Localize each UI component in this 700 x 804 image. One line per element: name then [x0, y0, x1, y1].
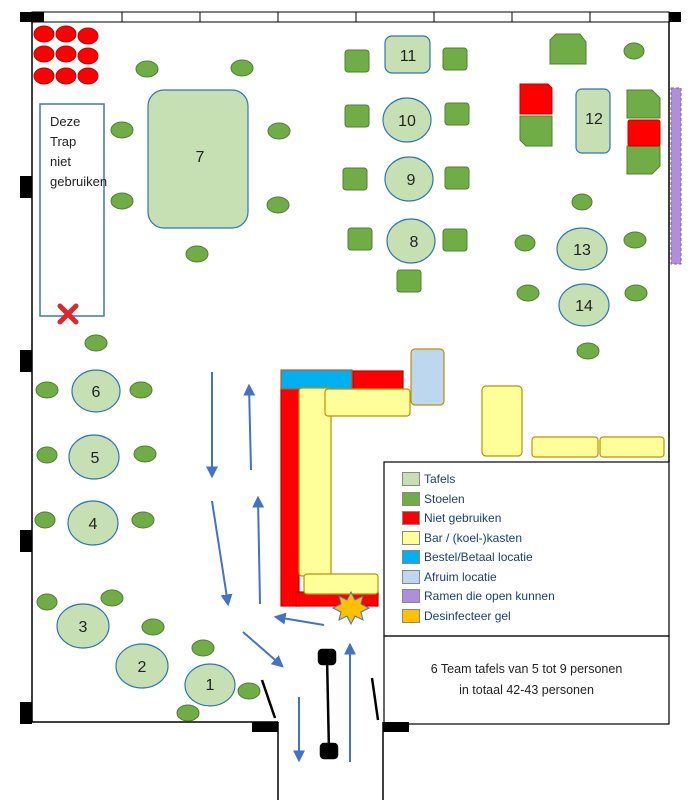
table-label-9: 9 — [407, 172, 416, 189]
unused-counter-top — [352, 370, 404, 390]
table-label-6: 6 — [92, 384, 101, 401]
unused-bar-side — [280, 387, 300, 607]
table-label-14: 14 — [575, 298, 593, 315]
legend-label: Stoelen — [424, 491, 465, 506]
clear-location — [410, 348, 445, 406]
legend-item-order-pay: Bestel/Betaal locatie — [402, 548, 533, 565]
legend-item-clear: Afruim locatie — [402, 568, 497, 585]
table-1 — [184, 663, 236, 707]
table-label-11: 11 — [400, 48, 417, 65]
fridge-2 — [531, 436, 599, 458]
table-8 — [386, 218, 436, 264]
stairs-label: Deze Trap niet gebruiken — [50, 114, 108, 189]
table-label-2: 2 — [138, 659, 147, 676]
table-label-8: 8 — [410, 234, 419, 251]
pillars — [20, 12, 681, 732]
legend-swatch — [402, 588, 420, 603]
stairs — [39, 103, 105, 317]
table-13 — [556, 227, 608, 271]
legend-label: Tafels — [424, 471, 456, 486]
table-2 — [115, 643, 169, 689]
bar-counter-top — [324, 388, 411, 417]
fridge-1 — [481, 385, 523, 457]
legend-item-windows: Ramen die open kunnen — [402, 587, 555, 604]
legend-item-chairs: Stoelen — [402, 490, 465, 507]
table-label-4: 4 — [89, 516, 98, 533]
table-label-13: 13 — [573, 242, 591, 259]
square-chairs — [342, 33, 661, 293]
table-10 — [382, 97, 432, 143]
note-line-2: in totaal 42-43 personen — [459, 683, 594, 697]
table-label-1: 1 — [206, 677, 215, 694]
table-label-7: 7 — [196, 149, 205, 166]
legend-item-bar: Bar / (koel-)kasten — [402, 529, 522, 546]
cross-icon — [57, 303, 79, 325]
table-3 — [56, 603, 110, 649]
legend-swatch — [402, 491, 420, 506]
legend-swatch — [402, 549, 420, 564]
table-label-10: 10 — [398, 113, 416, 130]
table-label-3: 3 — [79, 619, 88, 636]
table-12 — [575, 88, 611, 154]
legend-item-tables: Tafels — [402, 470, 455, 487]
walking-route-arrows — [206, 372, 356, 763]
legend-label: Bar / (koel-)kasten — [424, 530, 523, 545]
legend-label: Afruim locatie — [424, 569, 497, 584]
table-4 — [67, 500, 119, 546]
table-label-5: 5 — [91, 450, 100, 467]
legend-label: Desinfecteer gel — [424, 608, 511, 623]
legend-swatch — [402, 608, 420, 623]
table-11 — [384, 35, 431, 74]
note-box — [383, 635, 670, 725]
chairs — [34, 42, 648, 722]
bar-counter-bottom — [303, 573, 379, 595]
table-9 — [384, 156, 434, 202]
legend: Tafels Stoelen Niet gebruiken Bar / (koe… — [384, 462, 669, 636]
legend-item-not-used: Niet gebruiken — [402, 509, 501, 526]
unused-chairs-right — [519, 83, 661, 147]
table-label-12: 12 — [585, 111, 603, 128]
entrance-door — [260, 648, 380, 760]
bar-area — [280, 348, 665, 607]
legend-swatch — [402, 569, 420, 584]
table-14 — [558, 283, 610, 327]
legend-swatch — [402, 510, 420, 525]
table-6 — [71, 369, 121, 413]
legend-label: Bestel/Betaal locatie — [424, 549, 533, 564]
unused-chairs — [33, 25, 99, 85]
legend-swatch — [402, 530, 420, 545]
note-line-1: 6 Team tafels van 5 tot 9 personen — [430, 662, 623, 676]
table-7 — [147, 89, 249, 229]
tables — [56, 35, 611, 707]
disinfect-gel-icon — [331, 590, 371, 626]
legend-item-disinfect: Desinfecteer gel — [402, 607, 511, 624]
legend-swatch — [402, 471, 420, 486]
legend-label: Niet gebruiken — [424, 510, 502, 525]
table-labels: 7 11 10 9 8 12 13 14 6 5 4 3 2 1 — [79, 48, 603, 694]
order-pay-location — [280, 369, 353, 390]
windows-open — [670, 87, 682, 265]
table-5 — [68, 434, 120, 480]
legend-label: Ramen die open kunnen — [424, 588, 555, 603]
fridge-3 — [599, 436, 665, 458]
capacity-note: 6 Team tafels van 5 tot 9 personen in to… — [384, 636, 669, 724]
